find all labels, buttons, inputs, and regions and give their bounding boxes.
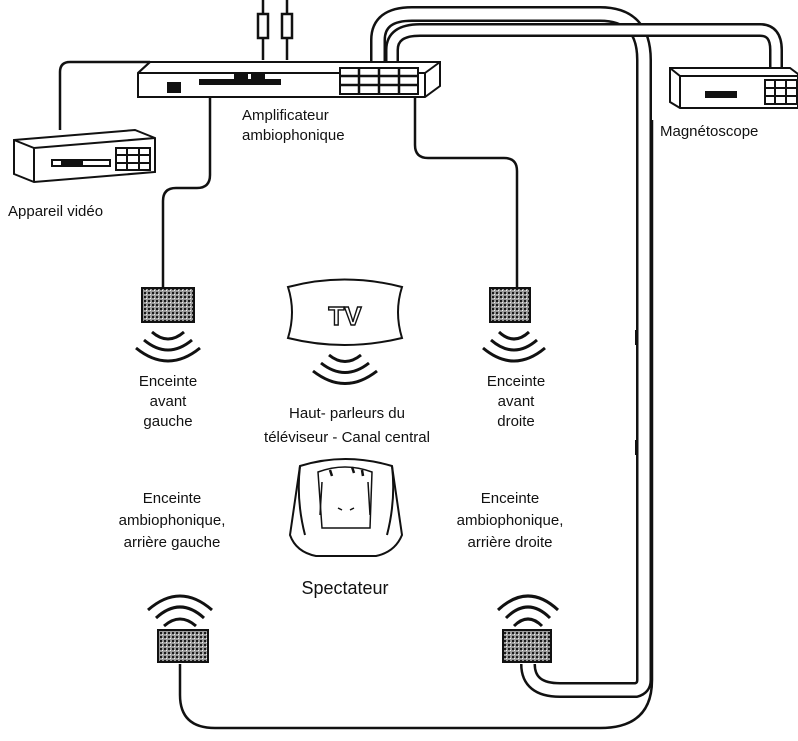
cables: [58, 0, 654, 730]
video-device-icon: [13, 128, 156, 184]
rear-right-label-line: ambiophonique,: [456, 512, 564, 529]
audio-input-plugs: [256, 12, 294, 40]
front-left-label-line: Enceinte: [138, 373, 198, 390]
cable-amp-video: [58, 60, 150, 130]
rear-left-label-line: ambiophonique,: [118, 512, 226, 529]
rear-right-label-line: arrière droite: [467, 534, 553, 551]
tv-icon: [286, 278, 404, 346]
amplifier-label: Amplificateur ambiophonique: [242, 106, 345, 146]
amplifier-icon: [137, 61, 441, 98]
tv-screen-label: TV: [328, 301, 362, 331]
front-right-label-line: Enceinte: [486, 373, 546, 390]
rear-left-label-line: Enceinte: [142, 490, 202, 507]
front-right-speaker-label: Enceinte avant droite: [487, 372, 545, 432]
front-right-label-line: avant: [497, 393, 535, 410]
sound-waves-tv: [312, 353, 378, 385]
sound-waves-rear-left: [147, 594, 213, 628]
front-left-label-line: avant: [149, 393, 187, 410]
vcr-icon: [669, 67, 798, 109]
video-device-label: Appareil vidéo: [8, 203, 104, 220]
rear-right-speaker-label: Enceinte ambiophonique, arrière droite: [457, 488, 564, 554]
rear-right-speaker-icon: [502, 629, 552, 663]
sound-waves-front-left: [135, 330, 201, 363]
cable-rear-left-loop: [178, 120, 654, 730]
tv-speakers-label-line: Haut- parleurs du: [289, 405, 405, 422]
rear-left-label-line: arrière gauche: [123, 534, 221, 551]
sound-waves-front-right: [482, 330, 546, 363]
cable-amp-front-right: [413, 95, 519, 288]
front-left-speaker-label: Enceinte avant gauche: [139, 372, 197, 432]
viewer-label: Spectateur: [301, 578, 389, 598]
front-left-speaker-icon: [141, 287, 195, 323]
cable-amp-front-left: [161, 95, 212, 288]
rear-left-speaker-label: Enceinte ambiophonique, arrière gauche: [119, 488, 226, 554]
vcr-label: Magnétoscope: [660, 123, 759, 140]
cable-amp-rear-right: [370, 6, 783, 698]
front-right-speaker-icon: [489, 287, 531, 323]
front-left-label-line: gauche: [143, 413, 193, 430]
rear-right-label-line: Enceinte: [480, 490, 540, 507]
sound-waves-rear-right: [496, 594, 560, 628]
rear-left-speaker-icon: [157, 629, 209, 663]
tv-speakers-label: Haut- parleurs du téléviseur - Canal cen…: [264, 402, 430, 450]
front-right-label-line: droite: [497, 413, 535, 430]
amplifier-label-line: ambiophonique: [242, 127, 345, 144]
amplifier-label-line: Amplificateur: [242, 107, 329, 124]
viewer-armchair-icon: [288, 458, 404, 557]
tv-speakers-label-line: téléviseur - Canal central: [264, 429, 430, 446]
